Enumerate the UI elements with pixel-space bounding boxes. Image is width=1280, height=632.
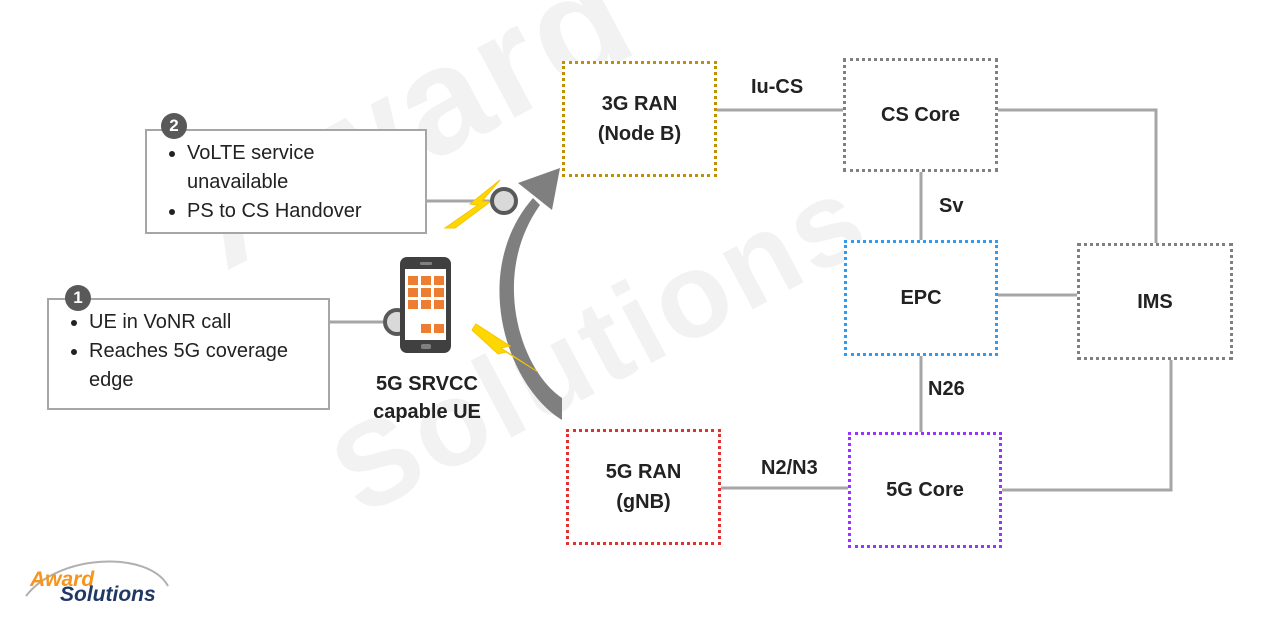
node-5g-ran-line2: (gNB) <box>616 491 671 513</box>
award-solutions-logo: Award Solutions <box>18 556 198 618</box>
handover-arrow <box>499 198 562 420</box>
ue-label: 5G SRVCC capable UE <box>352 370 502 426</box>
lightning-icon-top <box>443 179 501 229</box>
callout-step-2: VoLTE service unavailable PS to CS Hando… <box>145 129 427 234</box>
ue-label-line2: capable UE <box>373 401 481 423</box>
swoosh-logo-icon <box>25 560 169 597</box>
node-ims-label: IMS <box>1137 290 1173 313</box>
step-badge-1: 1 <box>65 285 91 311</box>
handover-arrowhead <box>518 168 560 210</box>
logo-line2: Solutions <box>60 583 156 606</box>
callout-2-item: VoLTE service unavailable <box>187 139 415 197</box>
callout-1-item: UE in VoNR call <box>89 308 318 337</box>
step-badge-2: 2 <box>161 113 187 139</box>
node-3g-ran-line2: (Node B) <box>597 123 682 145</box>
link-cs-ims <box>998 108 1158 243</box>
ue-connector-dot-2 <box>490 187 518 215</box>
node-epc-label: EPC <box>900 287 942 309</box>
node-3g-ran-line1: 3G RAN <box>601 93 678 115</box>
callout-step-1: UE in VoNR call Reaches 5G coverage edge <box>47 298 330 410</box>
callout-2-item: PS to CS Handover <box>187 197 415 226</box>
phone-icon <box>400 257 451 353</box>
node-5g-ran: 5G RAN (gNB) <box>566 429 721 545</box>
interface-sv: Sv <box>939 195 964 217</box>
node-cs-core: CS Core <box>843 58 998 172</box>
lightning-icon-bottom <box>471 323 539 373</box>
node-epc: EPC <box>844 240 998 356</box>
node-5g-core: 5G Core <box>848 432 1002 548</box>
node-ims: IMS <box>1077 243 1233 360</box>
logo-line1: Award <box>30 568 95 591</box>
interface-iu-cs: Iu-CS <box>751 76 804 98</box>
node-3g-ran: 3G RAN (Node B) <box>562 61 717 177</box>
node-cs-core-label: CS Core <box>881 104 960 126</box>
interface-n26: N26 <box>928 378 965 400</box>
node-5g-ran-line1: 5G RAN <box>605 461 682 483</box>
link-ims-5gcore <box>1002 360 1173 492</box>
interface-n2-n3: N2/N3 <box>761 457 818 479</box>
callout-1-item: Reaches 5G coverage edge <box>89 337 318 395</box>
node-5g-core-label: 5G Core <box>886 479 964 501</box>
ue-label-line1: 5G SRVCC <box>376 373 478 395</box>
